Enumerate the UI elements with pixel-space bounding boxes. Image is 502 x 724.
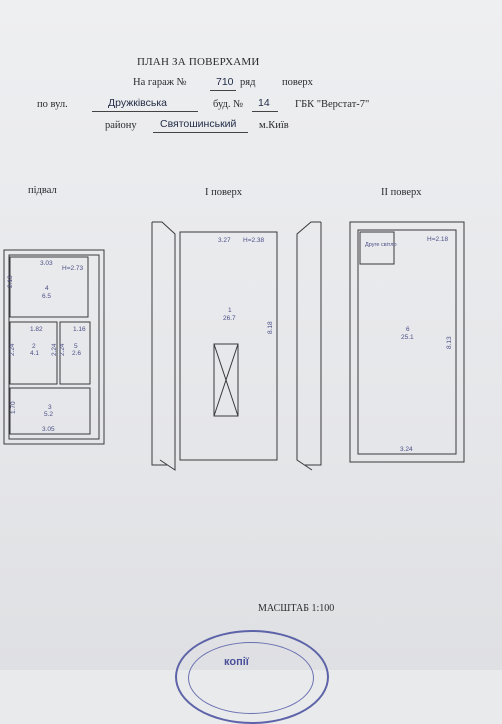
garage-underline [210, 90, 236, 91]
second-light-word-1: Друге світло [365, 242, 397, 248]
dim-second-bottom: 3.24 [400, 446, 413, 453]
first-floor-pit [213, 343, 239, 417]
building-number: 14 [258, 97, 270, 109]
room-1-area: 26.7 [223, 315, 236, 322]
basement-room-3 [9, 387, 91, 435]
room-5-no: 5 [74, 343, 78, 350]
basement-height: H=2.73 [62, 265, 84, 272]
first-floor-right-wall [296, 221, 321, 471]
room-5-area: 2.6 [72, 350, 81, 357]
official-stamp-inner-ring [188, 642, 314, 714]
room-3-no: 3 [48, 404, 52, 411]
dim-basement-mid-left: 1.82 [30, 326, 43, 333]
room-6-no: 6 [406, 326, 410, 333]
scale-label: МАСШТАБ 1:100 [258, 603, 335, 614]
basement-label: підвал [28, 185, 57, 196]
page-title: ПЛАН ЗА ПОВЕРХАМИ [137, 56, 260, 68]
floor-label: поверх [282, 77, 313, 88]
first-floor-left-outer [151, 222, 167, 466]
city-name: м.Київ [259, 120, 289, 131]
floor-plans: 3.03 H=2.73 2.13 4 6.5 1.82 1.16 2.24 2.… [3, 221, 465, 471]
street-label: по вул. [37, 99, 68, 110]
second-floor-room-6 [357, 229, 457, 455]
dim-basement-bottom-left: 1.70 [10, 401, 17, 414]
garage-number: 710 [216, 76, 234, 88]
dim-first-side: 8.18 [267, 321, 274, 334]
basement-room-2 [9, 321, 58, 385]
second-floor-label: ІІ поверх [381, 187, 422, 198]
room-4-no: 4 [45, 285, 49, 292]
district-underline [153, 132, 248, 133]
stamp-text: копії [224, 656, 249, 668]
room-2-no: 2 [32, 343, 36, 350]
first-floor-room-1 [179, 231, 278, 461]
district-label: району [105, 120, 137, 131]
first-height: H=2.38 [243, 237, 265, 244]
dim-basement-side-a: 2.24 [9, 343, 16, 356]
pit-diagonal-2 [213, 343, 239, 417]
dim-basement-side-c: 2.24 [59, 343, 66, 356]
dim-basement-side-b: 2.24 [51, 343, 58, 356]
room-3-area: 5.2 [44, 411, 53, 418]
row-label: ряд [240, 77, 256, 88]
basement-room-5 [59, 321, 91, 385]
first-floor-left-wall [152, 221, 176, 471]
second-floor-outer-wall [349, 221, 465, 463]
garage-prefix: На гараж № [133, 77, 187, 88]
room-1-no: 1 [228, 307, 232, 314]
basement-outer-wall [3, 249, 105, 445]
dim-basement-mid-right: 1.16 [73, 326, 86, 333]
basement-room-4 [9, 256, 89, 318]
street-underline [92, 111, 198, 112]
basement-inner-wall [8, 254, 100, 440]
district-name: Святошинський [160, 118, 237, 130]
dim-second-side: 8.13 [446, 336, 453, 349]
building-underline [252, 111, 278, 112]
building-label: буд. № [213, 99, 244, 110]
first-floor-right-outer [305, 222, 322, 466]
room-6-area: 25.1 [401, 334, 414, 341]
dim-basement-left-top: 2.13 [7, 275, 14, 288]
second-height: H=2.18 [427, 236, 449, 243]
room-4-area: 6.5 [42, 293, 51, 300]
room-2-area: 4.1 [30, 350, 39, 357]
dim-first-top: 3.27 [218, 237, 231, 244]
street-name: Дружківська [108, 97, 167, 109]
dim-basement-bottom: 3.05 [42, 426, 55, 433]
first-floor-label: І поверх [205, 187, 243, 198]
second-light-void [359, 231, 395, 265]
coop-name: ГБК "Верстат-7" [295, 99, 370, 110]
dim-basement-top: 3.03 [40, 260, 53, 267]
